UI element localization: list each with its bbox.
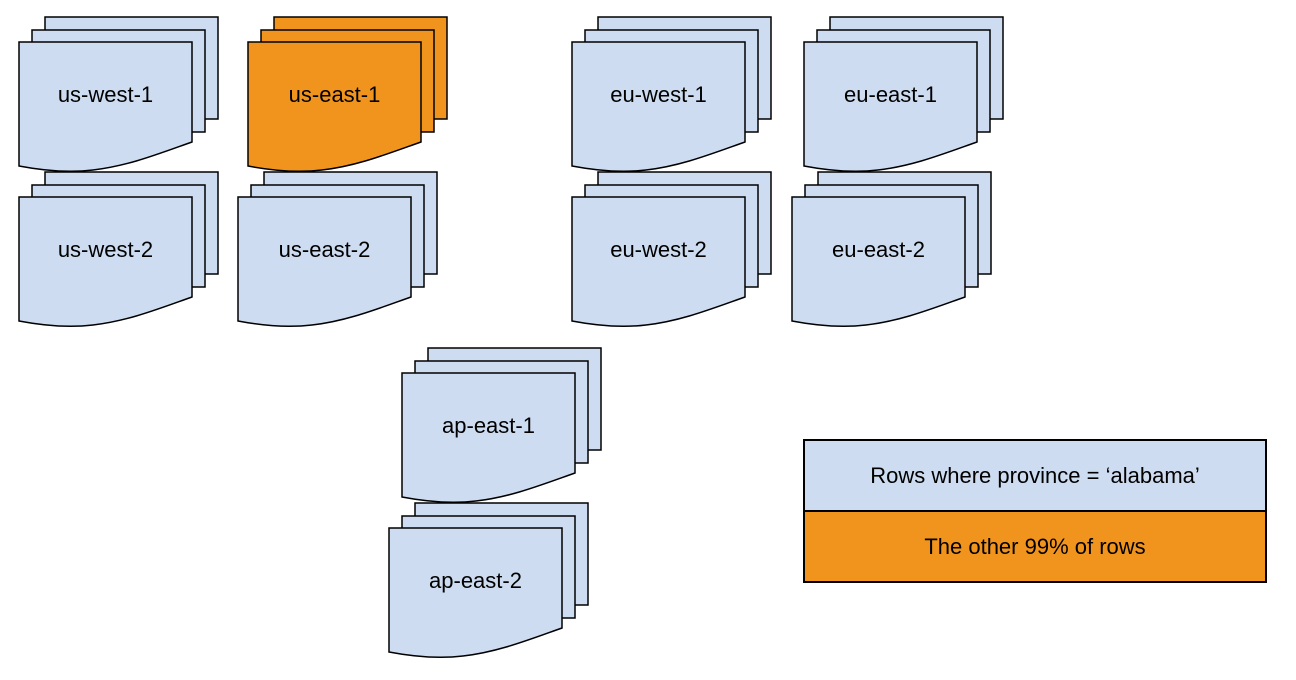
region-stack-eu-east-1: eu-east-1	[803, 16, 1005, 176]
multi-document-icon	[388, 502, 589, 658]
region-label: us-east-1	[288, 82, 381, 107]
document-fill	[18, 171, 219, 327]
region-label: eu-west-2	[610, 237, 707, 262]
document-fill	[571, 171, 772, 327]
legend-item-matching-rows: Rows where province = ‘alabama’	[805, 441, 1265, 512]
legend-item-other-rows: The other 99% of rows	[805, 512, 1265, 581]
region-stack-eu-west-1: eu-west-1	[571, 16, 773, 176]
region-label: eu-east-2	[832, 237, 925, 262]
multi-document-icon	[571, 16, 772, 172]
legend-box: Rows where province = ‘alabama’ The othe…	[803, 439, 1267, 583]
region-stack-us-west-1: us-west-1	[18, 16, 220, 176]
multi-document-icon	[237, 171, 438, 327]
multi-document-icon	[803, 16, 1004, 172]
region-stack-ap-east-1: ap-east-1	[401, 347, 603, 507]
document-fill	[803, 16, 1004, 172]
document-fill	[791, 171, 992, 327]
region-label: us-east-2	[278, 237, 371, 262]
legend-item-label: Rows where province = ‘alabama’	[870, 462, 1200, 488]
region-stack-us-west-2: us-west-2	[18, 171, 220, 331]
region-stack-ap-east-2: ap-east-2	[388, 502, 590, 662]
multi-document-icon	[571, 171, 772, 327]
multi-document-icon	[18, 16, 219, 172]
legend-item-label: The other 99% of rows	[924, 533, 1146, 559]
document-fill	[388, 502, 589, 658]
document-fill	[237, 171, 438, 327]
multi-document-icon	[791, 171, 992, 327]
region-stack-eu-east-2: eu-east-2	[791, 171, 993, 331]
region-stack-us-east-2: us-east-2	[237, 171, 439, 331]
region-label: eu-west-1	[610, 82, 707, 107]
multi-document-icon	[247, 16, 448, 172]
region-label: us-west-2	[57, 237, 154, 262]
document-fill	[571, 16, 772, 172]
document-fill	[401, 347, 602, 503]
region-stack-eu-west-2: eu-west-2	[571, 171, 773, 331]
multi-document-icon	[18, 171, 219, 327]
multi-document-icon	[401, 347, 602, 503]
document-fill	[247, 16, 448, 172]
region-label: us-west-1	[57, 82, 154, 107]
region-label: ap-east-2	[429, 568, 522, 593]
region-label: eu-east-1	[844, 82, 937, 107]
region-stack-us-east-1: us-east-1	[247, 16, 449, 176]
document-fill	[18, 16, 219, 172]
region-label: ap-east-1	[442, 413, 535, 438]
